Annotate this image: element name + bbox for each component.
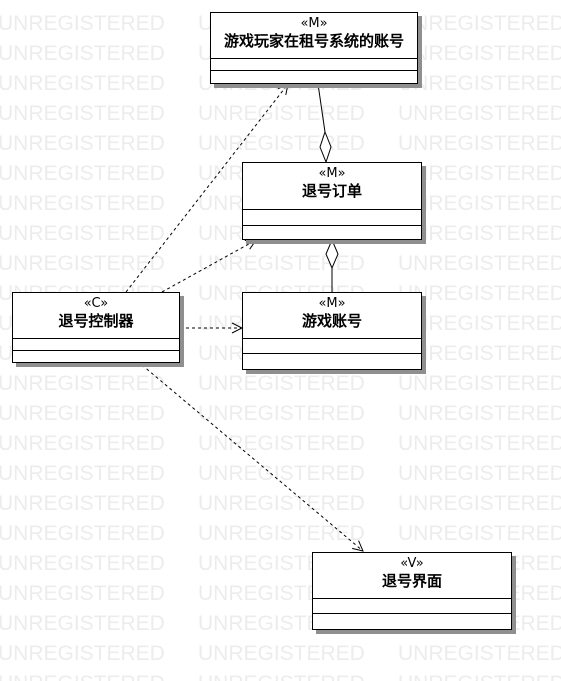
class-name: 退号界面 bbox=[381, 572, 442, 590]
class-attributes-section[interactable] bbox=[243, 210, 421, 226]
class-stereotype: «M» bbox=[318, 166, 346, 181]
class-box-game-account[interactable]: «M» 游戏账号 bbox=[242, 292, 422, 370]
class-attributes-section[interactable] bbox=[13, 339, 179, 351]
class-stereotype: «M» bbox=[318, 296, 346, 311]
class-box-player-account[interactable]: «M» 游戏玩家在租号系统的账号 bbox=[210, 12, 418, 84]
class-header: «C» 退号控制器 bbox=[13, 293, 179, 339]
class-name: 退号控制器 bbox=[58, 312, 134, 330]
class-header: «V» 退号界面 bbox=[313, 553, 511, 599]
class-attributes-section[interactable] bbox=[243, 339, 421, 354]
class-header: «M» 游戏玩家在租号系统的账号 bbox=[211, 13, 417, 59]
dependency-controller-account[interactable] bbox=[125, 84, 288, 293]
class-stereotype: «V» bbox=[400, 556, 424, 571]
dependency-controller-ui[interactable] bbox=[141, 364, 363, 551]
aggregation-diamond-order-bottom bbox=[325, 238, 339, 270]
class-box-return-controller[interactable]: «C» 退号控制器 bbox=[12, 292, 180, 363]
class-box-return-order[interactable]: «M» 退号订单 bbox=[242, 162, 422, 240]
class-header: «M» 游戏账号 bbox=[243, 293, 421, 339]
class-attributes-section[interactable] bbox=[211, 59, 417, 71]
class-name: 游戏玩家在租号系统的账号 bbox=[223, 32, 404, 50]
class-stereotype: «M» bbox=[300, 16, 328, 31]
aggregation-diamond-order bbox=[319, 130, 332, 164]
dependency-controller-order[interactable] bbox=[161, 240, 256, 293]
class-box-return-ui[interactable]: «V» 退号界面 bbox=[312, 552, 512, 630]
class-header: «M» 退号订单 bbox=[243, 163, 421, 210]
class-stereotype: «C» bbox=[83, 296, 109, 311]
class-name: 退号订单 bbox=[301, 182, 362, 200]
class-attributes-section[interactable] bbox=[313, 599, 511, 614]
class-name: 游戏账号 bbox=[301, 312, 362, 330]
aggregation-order-account-line[interactable] bbox=[317, 83, 326, 133]
